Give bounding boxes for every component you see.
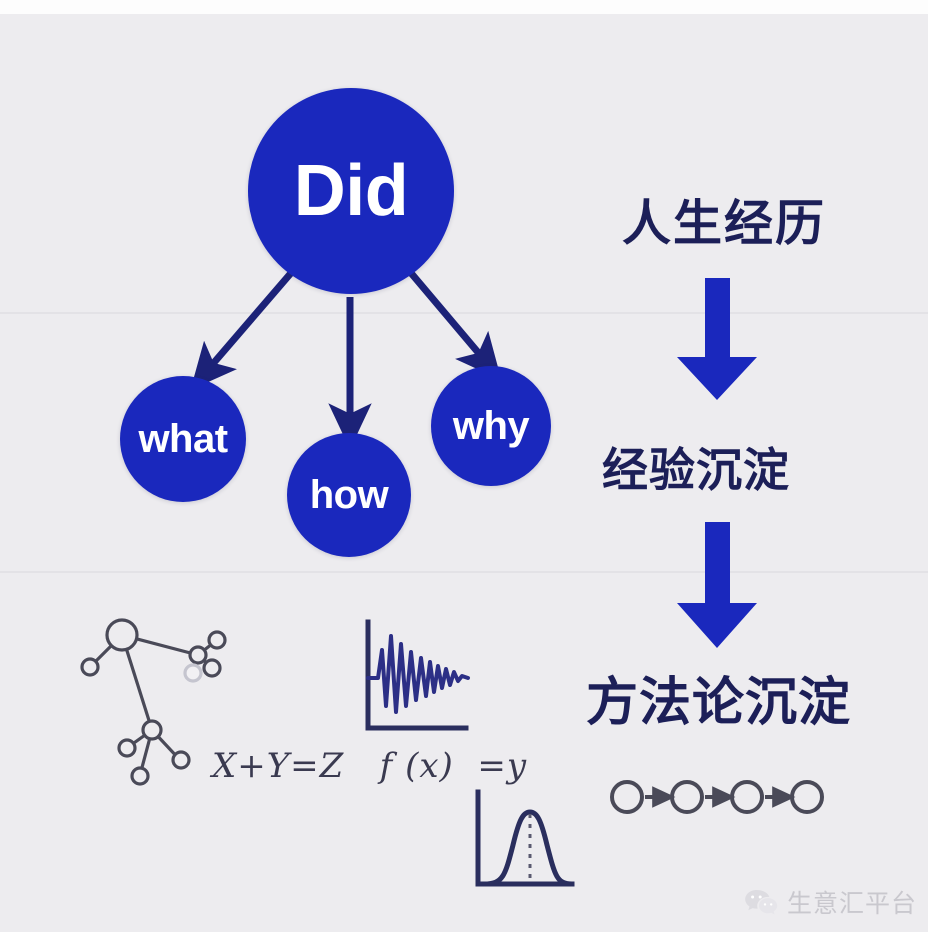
node-label-how: how [309,472,389,517]
wechat-icon [745,890,778,915]
connector-did-to-why [408,270,502,381]
node-label-what: what [138,416,228,461]
process-chain-illustration [610,780,824,814]
waveform-chart-illustration [365,619,470,731]
flow-arrow-1 [677,278,757,400]
mindmap-node-what[interactable]: what [120,376,246,502]
mindmap-node-how[interactable]: how [287,433,411,557]
math-formula-text: X+Y=Z f (x) =y [212,746,528,786]
bell-curve-chart-illustration [475,789,575,887]
mindmap-root-node-did[interactable]: Did [248,88,454,294]
network-graph-illustration [80,618,227,786]
background-seam-line-2 [0,571,928,573]
mindmap-node-why[interactable]: why [431,366,551,486]
node-label-did: Did [293,151,409,231]
flow-step-label-experience-accumulation: 经验沉淀 [602,443,790,497]
background-seam-line-1 [0,312,928,314]
flow-step-label-methodology-accumulation: 方法论沉淀 [586,673,852,733]
flow-step-label-life-experience: 人生经历 [622,195,827,252]
node-label-why: why [452,403,530,448]
top-white-strip [0,0,928,14]
flow-arrow-2 [677,522,757,648]
connector-did-to-what [190,270,294,390]
watermark: 生意汇平台 [744,884,917,920]
watermark-text: 生意汇平台 [787,889,918,918]
